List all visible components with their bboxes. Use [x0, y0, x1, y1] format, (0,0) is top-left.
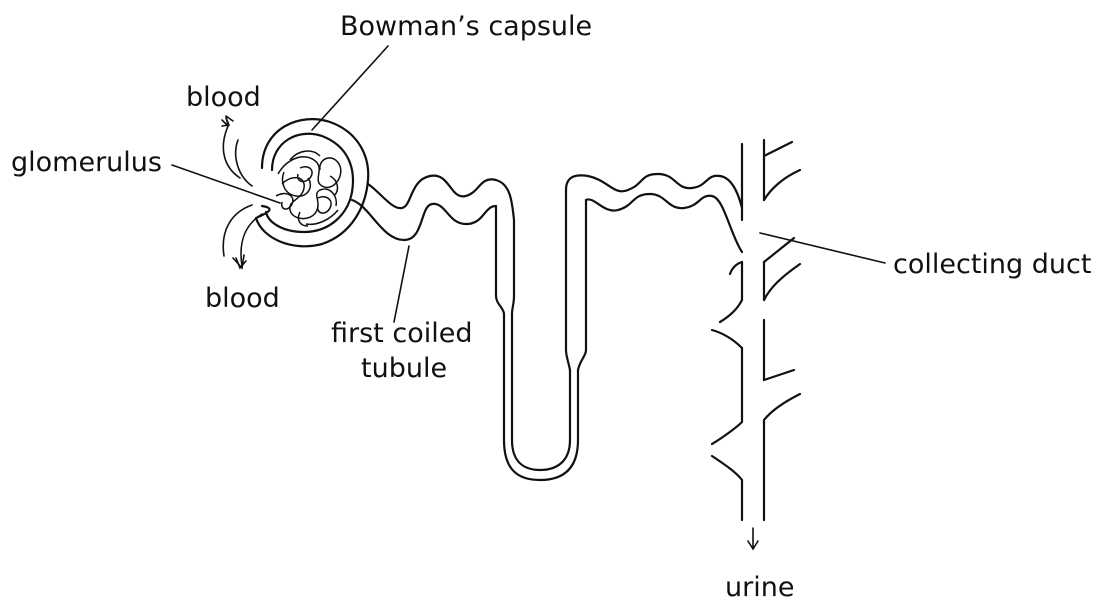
urine-arrow-icon	[748, 528, 758, 549]
label-urine: urine	[725, 572, 794, 603]
leader-bowmans-capsule	[312, 46, 388, 130]
label-first-coiled-line2: tubule	[361, 353, 447, 384]
collecting-duct	[712, 140, 800, 520]
arrow-blood-out-icon	[222, 116, 233, 126]
first-coiled-tubule	[352, 176, 514, 296]
label-bowmans-capsule: Bowman’s capsule	[340, 11, 592, 42]
second-coiled-tubule	[566, 174, 742, 252]
label-collecting-duct: collecting duct	[893, 249, 1091, 280]
label-blood-bottom: blood	[205, 283, 280, 314]
bowmans-capsule	[256, 119, 368, 246]
leader-first-coiled-tubule	[394, 246, 409, 322]
label-glomerulus: glomerulus	[11, 147, 162, 178]
glomerulus	[276, 151, 341, 226]
leader-collecting-duct	[760, 233, 885, 263]
blood-vessels	[222, 118, 262, 268]
label-first-coiled-line1: first coiled	[331, 318, 472, 349]
leader-glomerulus	[172, 165, 280, 203]
label-blood-top: blood	[186, 82, 261, 113]
loop-of-henle	[496, 190, 586, 480]
